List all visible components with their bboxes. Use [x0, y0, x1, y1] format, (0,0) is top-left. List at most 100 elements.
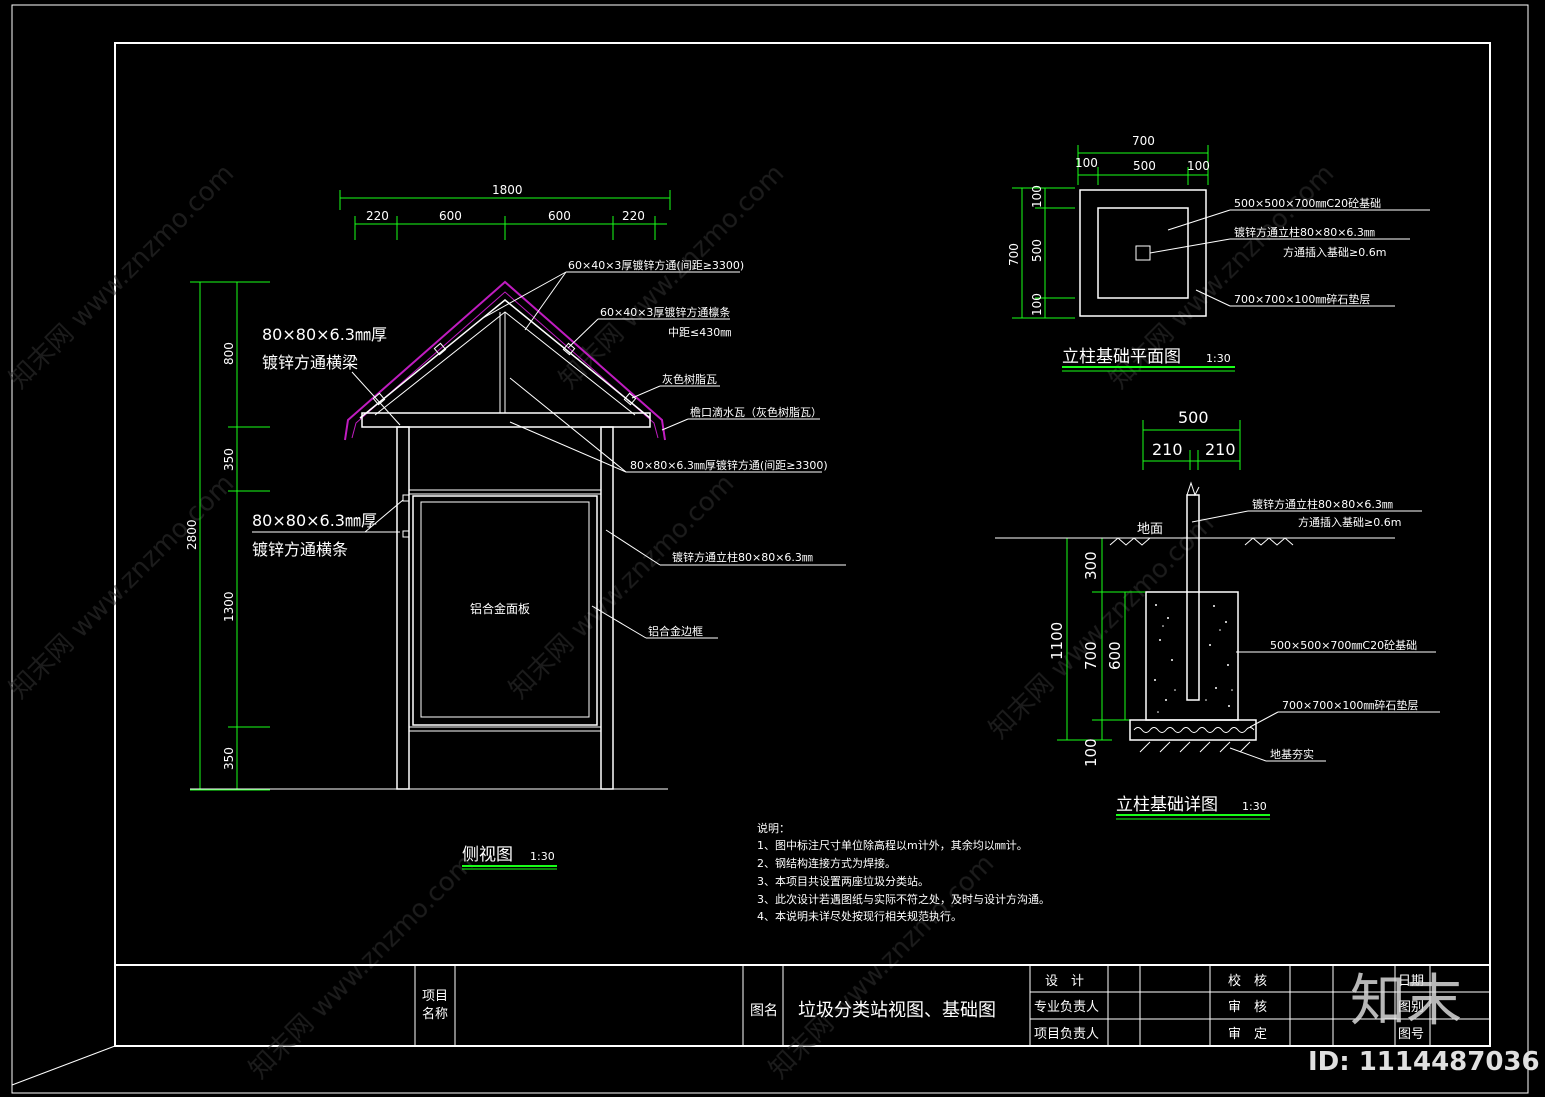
rafter-label: 60×40×3厚镀锌方通(间距≥3300) [568, 258, 744, 272]
dim-350-bottom: 350 [222, 747, 236, 770]
side-view: 1800 220 600 600 220 2800 800 350 1300 3… [185, 183, 846, 870]
plan-dim-100-left: 100 [1075, 156, 1098, 170]
detail-title-text: 立柱基础详图 [1116, 795, 1218, 815]
panel-label: 铝合金面板 [470, 601, 530, 616]
plan-dim-left-700: 700 [1007, 243, 1021, 266]
eave-tile-label: 檐口滴水瓦（灰色树脂瓦） [690, 405, 822, 419]
note-2: 2、钢结构连接方式为焊接。 [757, 856, 896, 870]
frame-label: 铝合金边框 [648, 624, 703, 638]
gravel-pattern [1133, 727, 1255, 733]
plan-title-text: 立柱基础平面图 [1062, 347, 1181, 367]
column-structure: 铝合金面板 [190, 426, 668, 790]
plan-annotations: 500×500×700㎜C20砼基础 镀锌方通立柱80×80×6.3㎜ 方通插入… [1149, 197, 1430, 307]
purlin-label-1: 80×80×6.3㎜厚 [252, 511, 377, 530]
watermark-text-5: 知末网 www.znzmo.com [504, 469, 740, 705]
detail-gravel-label: 700×700×100㎜碎石垫层 [1282, 698, 1418, 712]
specialty-lead-label: 专业负责人 [1034, 1000, 1099, 1015]
batten-label-1: 60×40×3厚镀锌方通檩条 [600, 305, 730, 319]
plan-column-label-2: 方通插入基础≥0.6m [1283, 245, 1386, 259]
detail-dim-500: 500 [1178, 408, 1209, 427]
dim-1300: 1300 [222, 591, 236, 622]
watermark-text-4: 知末网 www.znzmo.com [4, 469, 240, 705]
detail-dim-210-right: 210 [1205, 440, 1236, 459]
watermark-text-7: 知末网 www.znzmo.com [244, 849, 480, 1085]
plan-dims-left: 700 100 500 100 [1007, 185, 1075, 319]
dim-600-left: 600 [439, 209, 462, 223]
sheet-border [11, 4, 1529, 1094]
design-label: 设 计 [1045, 974, 1084, 989]
dim-600-right: 600 [548, 209, 571, 223]
dim-800: 800 [222, 342, 236, 365]
dim-350-top: 350 [222, 448, 236, 471]
detail-annotations: 地面 镀锌方通立柱80×80×6.3㎜ 方通插入基础≥0.6m 500×500×… [1137, 497, 1440, 762]
detail-column-label-2: 方通插入基础≥0.6m [1298, 515, 1401, 529]
tube-label: 80×80×6.3㎜厚镀锌方通(间距≥3300) [630, 458, 828, 472]
soil-hatch [1139, 741, 1251, 753]
review-label: 审 核 [1228, 1000, 1267, 1015]
plan-dim-left-100-top: 100 [1030, 185, 1044, 208]
number-label: 图号 [1398, 1027, 1424, 1042]
plan-column-label-1: 镀锌方通立柱80×80×6.3㎜ [1234, 225, 1375, 239]
detail-scale: 1:30 [1242, 800, 1267, 813]
foundation-plan: 700 100 500 100 700 100 500 100 500×500×… [1007, 134, 1430, 372]
scale-label: 图别 [1398, 1000, 1424, 1015]
ground-hatch [1109, 537, 1294, 546]
side-view-title-text: 侧视图 [462, 845, 513, 865]
project-label-1: 项目 [422, 989, 448, 1004]
note-4: 3、此次设计若遇图纸与实际不符之处，及时与设计方沟通。 [757, 892, 1050, 906]
plan-concrete-label: 500×500×700㎜C20砼基础 [1234, 197, 1381, 210]
column-label: 镀锌方通立柱80×80×6.3㎜ [672, 550, 813, 564]
plan-title: 立柱基础平面图 1:30 [1062, 347, 1235, 372]
note-1: 1、图中标注尺寸单位除高程以m计外，其余均以㎜计。 [757, 838, 1028, 852]
brand-id: ID: 1114487036 [1308, 1047, 1540, 1077]
plan-dim-700: 700 [1132, 134, 1155, 148]
beam-label-1: 80×80×6.3㎜厚 [262, 325, 387, 344]
concrete-outline [1097, 207, 1189, 299]
detail-column-label-1: 镀锌方通立柱80×80×6.3㎜ [1252, 497, 1393, 511]
project-label-2: 名称 [422, 1006, 448, 1022]
purlin-label-2: 镀锌方通横条 [252, 540, 348, 559]
side-view-title: 侧视图 1:30 [462, 845, 557, 870]
plan-gravel-label: 700×700×100㎜碎石垫层 [1234, 292, 1370, 306]
dim-1800: 1800 [492, 183, 523, 197]
plan-dim-left-500: 500 [1030, 239, 1044, 262]
detail-title: 立柱基础详图 1:30 [1116, 795, 1270, 820]
notes: 说明： 1、图中标注尺寸单位除高程以m计外，其余均以㎜计。 2、钢结构连接方式为… [757, 821, 1050, 923]
dim-220-right: 220 [622, 209, 645, 223]
detail-concrete-label: 500×500×700㎜C20砼基础 [1270, 639, 1417, 652]
detail-dim-300: 300 [1082, 551, 1100, 580]
detail-dim-600: 600 [1106, 641, 1124, 670]
gravel-layer [1129, 719, 1257, 741]
dim-2800: 2800 [185, 519, 199, 550]
break-mark [1186, 481, 1200, 497]
detail-column [1186, 494, 1200, 701]
detail-dim-100: 100 [1082, 738, 1100, 767]
detail-dims-top: 500 210 210 [1142, 408, 1241, 470]
note-3: 3、本项目共设置两座垃圾分类站。 [757, 874, 929, 888]
roof [344, 280, 666, 441]
plan-dim-left-100-bottom: 100 [1030, 293, 1044, 316]
side-dim-left: 2800 800 350 1300 350 [185, 281, 270, 791]
plan-dim-500: 500 [1133, 159, 1156, 173]
detail-dim-210-left: 210 [1152, 440, 1183, 459]
drawing-name: 垃圾分类站视图、基础图 [798, 1000, 996, 1021]
brand-watermark: 知末 ID: 1114487036 [1308, 969, 1540, 1077]
batten-label-2: 中距≤430㎜ [668, 326, 731, 339]
note-5: 4、本说明未详尽处按现行相关规范执行。 [757, 909, 962, 923]
soil-label: 地基夯实 [1270, 747, 1314, 761]
plan-scale: 1:30 [1206, 352, 1231, 365]
foundation-detail: 500 210 210 1100 300 700 100 600 [995, 408, 1440, 820]
column-square [1135, 245, 1151, 261]
beam-label-2: 镀锌方通横梁 [262, 353, 358, 372]
project-lead-label: 项目负责人 [1034, 1027, 1099, 1042]
title-block: 项目 名称 图名 垃圾分类站视图、基础图 设 计 专业负责人 项目负责人 校 核… [115, 964, 1490, 1046]
side-dim-top: 1800 220 600 600 220 [339, 183, 671, 240]
watermark-text-2: 知末网 www.znzmo.com [554, 159, 790, 395]
concrete-block [1145, 591, 1239, 721]
drawing-name-label: 图名 [750, 1003, 778, 1019]
concrete-stipple [1154, 604, 1233, 713]
ground-label: 地面 [1137, 522, 1163, 537]
side-view-scale: 1:30 [530, 850, 555, 863]
gravel-outline [1079, 189, 1207, 317]
